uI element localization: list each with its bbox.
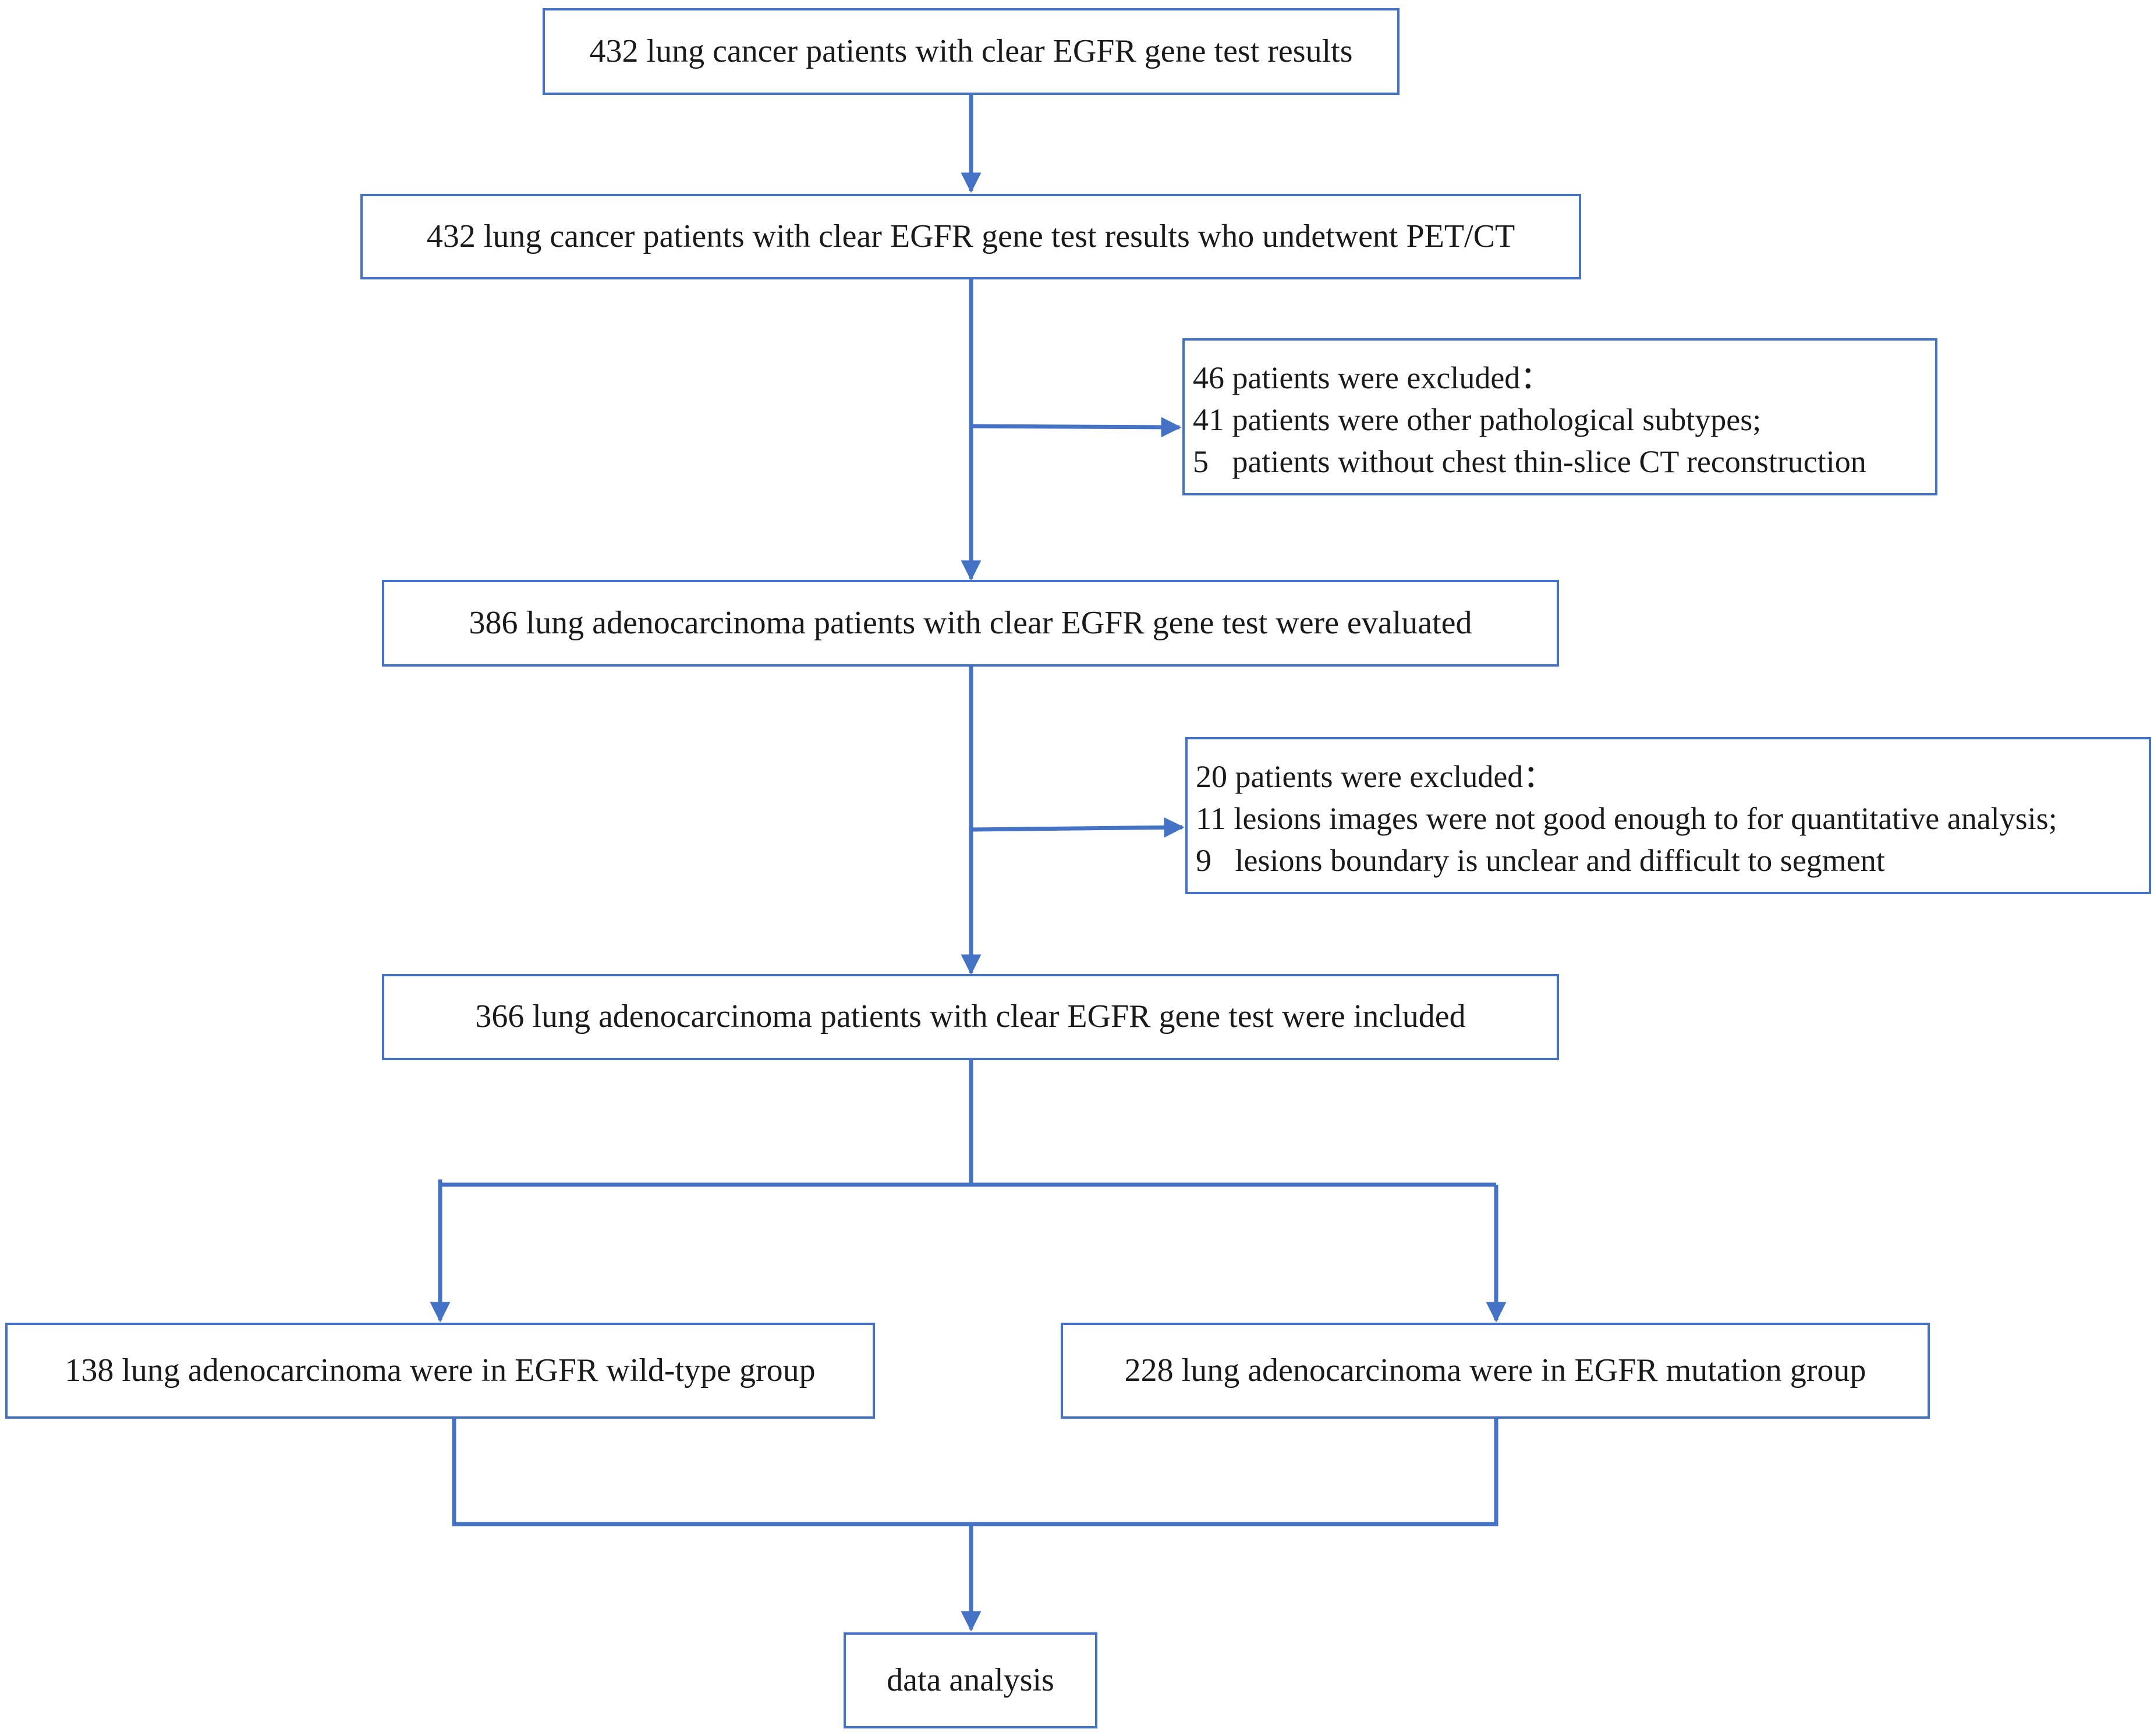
exclusion-line: 11 lesions images were not good enough t… bbox=[1196, 801, 2057, 836]
box-text: 366 lung adenocarcinoma patients with cl… bbox=[475, 998, 1466, 1035]
arrow-to-exclusion1 bbox=[970, 417, 1182, 438]
split-connector bbox=[438, 1060, 1496, 1187]
box-data-analysis: data analysis bbox=[844, 1632, 1097, 1728]
box-386-evaluated: 386 lung adenocarcinoma patients with cl… bbox=[382, 580, 1559, 667]
box-egfr-wild-type-group: 138 lung adenocarcinoma were in EGFR wil… bbox=[5, 1323, 875, 1419]
box-text: 386 lung adenocarcinoma patients with cl… bbox=[469, 604, 1472, 641]
exclusion-box-46-patients: 46 patients were excluded： 41 patients w… bbox=[1182, 338, 1937, 495]
exclusion-line: 20 patients were excluded： bbox=[1196, 759, 1555, 794]
merge-connector bbox=[452, 1419, 1498, 1526]
box-text: data analysis bbox=[887, 1661, 1054, 1698]
box-432-pet-ct-patients: 432 lung cancer patients with clear EGFR… bbox=[360, 194, 1581, 279]
box-text: 228 lung adenocarcinoma were in EGFR mut… bbox=[1124, 1352, 1866, 1388]
box-432-lung-cancer-patients: 432 lung cancer patients with clear EGFR… bbox=[543, 8, 1400, 95]
box-text: 432 lung cancer patients with clear EGFR… bbox=[426, 218, 1515, 254]
exclusion-line: 9 lesions boundary is unclear and diffic… bbox=[1196, 843, 1885, 878]
exclusion-line: 41 patients were other pathological subt… bbox=[1193, 402, 1762, 437]
box-text: 432 lung cancer patients with clear EGFR… bbox=[589, 33, 1353, 69]
exclusion-box-20-patients: 20 patients were excluded： 11 lesions im… bbox=[1185, 737, 2151, 894]
box-366-included: 366 lung adenocarcinoma patients with cl… bbox=[382, 974, 1559, 1060]
arrow-to-exclusion2 bbox=[970, 817, 1185, 838]
box-text: 138 lung adenocarcinoma were in EGFR wil… bbox=[65, 1352, 816, 1388]
exclusion-line: 5 patients without chest thin-slice CT r… bbox=[1193, 444, 1866, 479]
box-egfr-mutation-group: 228 lung adenocarcinoma were in EGFR mut… bbox=[1061, 1323, 1930, 1419]
exclusion-line: 46 patients were excluded： bbox=[1193, 360, 1552, 395]
